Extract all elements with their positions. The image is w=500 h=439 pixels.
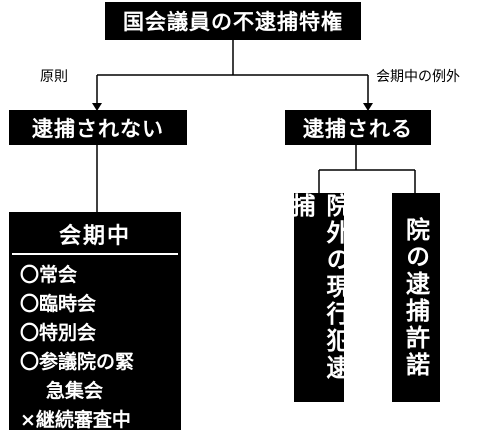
root-node: 国会議員の不逮捕特権 xyxy=(105,2,361,40)
right-branch-label: 逮捕される xyxy=(303,116,413,141)
edge-label-right: 会期中の例外 xyxy=(376,69,460,85)
right-branch-node: 逮捕される xyxy=(285,110,431,145)
root-label: 国会議員の不逮捕特権 xyxy=(123,10,343,34)
exception-flagrante-node: 院外の現行犯逮捕 xyxy=(287,193,350,402)
exception-consent-label: 院の逮捕許諾 xyxy=(401,216,430,379)
session-title: 会期中 xyxy=(12,215,178,255)
edge-label-left: 原則 xyxy=(40,69,68,85)
left-branch-node: 逮捕されない xyxy=(9,110,187,145)
left-branch-label: 逮捕されない xyxy=(32,116,164,141)
exception-consent-node: 院の逮捕許諾 xyxy=(392,193,440,402)
session-box: 会期中 〇常会 〇臨時会 〇特別会 〇参議院の緊 急集会 ×継続審査中 xyxy=(9,212,181,431)
session-list: 〇常会 〇臨時会 〇特別会 〇参議院の緊 急集会 ×継続審査中 xyxy=(12,255,178,435)
session-item-continued-review: ×継続審査中 xyxy=(20,409,131,431)
right-arrowhead xyxy=(363,103,373,111)
left-arrowhead xyxy=(92,103,102,111)
session-item-extraordinary: 〇臨時会 xyxy=(20,293,97,315)
session-item-special: 〇特別会 xyxy=(20,322,97,344)
session-item-emergency-cont: 急集会 xyxy=(46,380,104,402)
exception-flagrante-label: 院外の現行犯逮捕 xyxy=(287,193,350,382)
session-item-emergency: 〇参議院の緊 xyxy=(20,351,135,373)
session-item-ordinary: 〇常会 xyxy=(20,264,78,286)
